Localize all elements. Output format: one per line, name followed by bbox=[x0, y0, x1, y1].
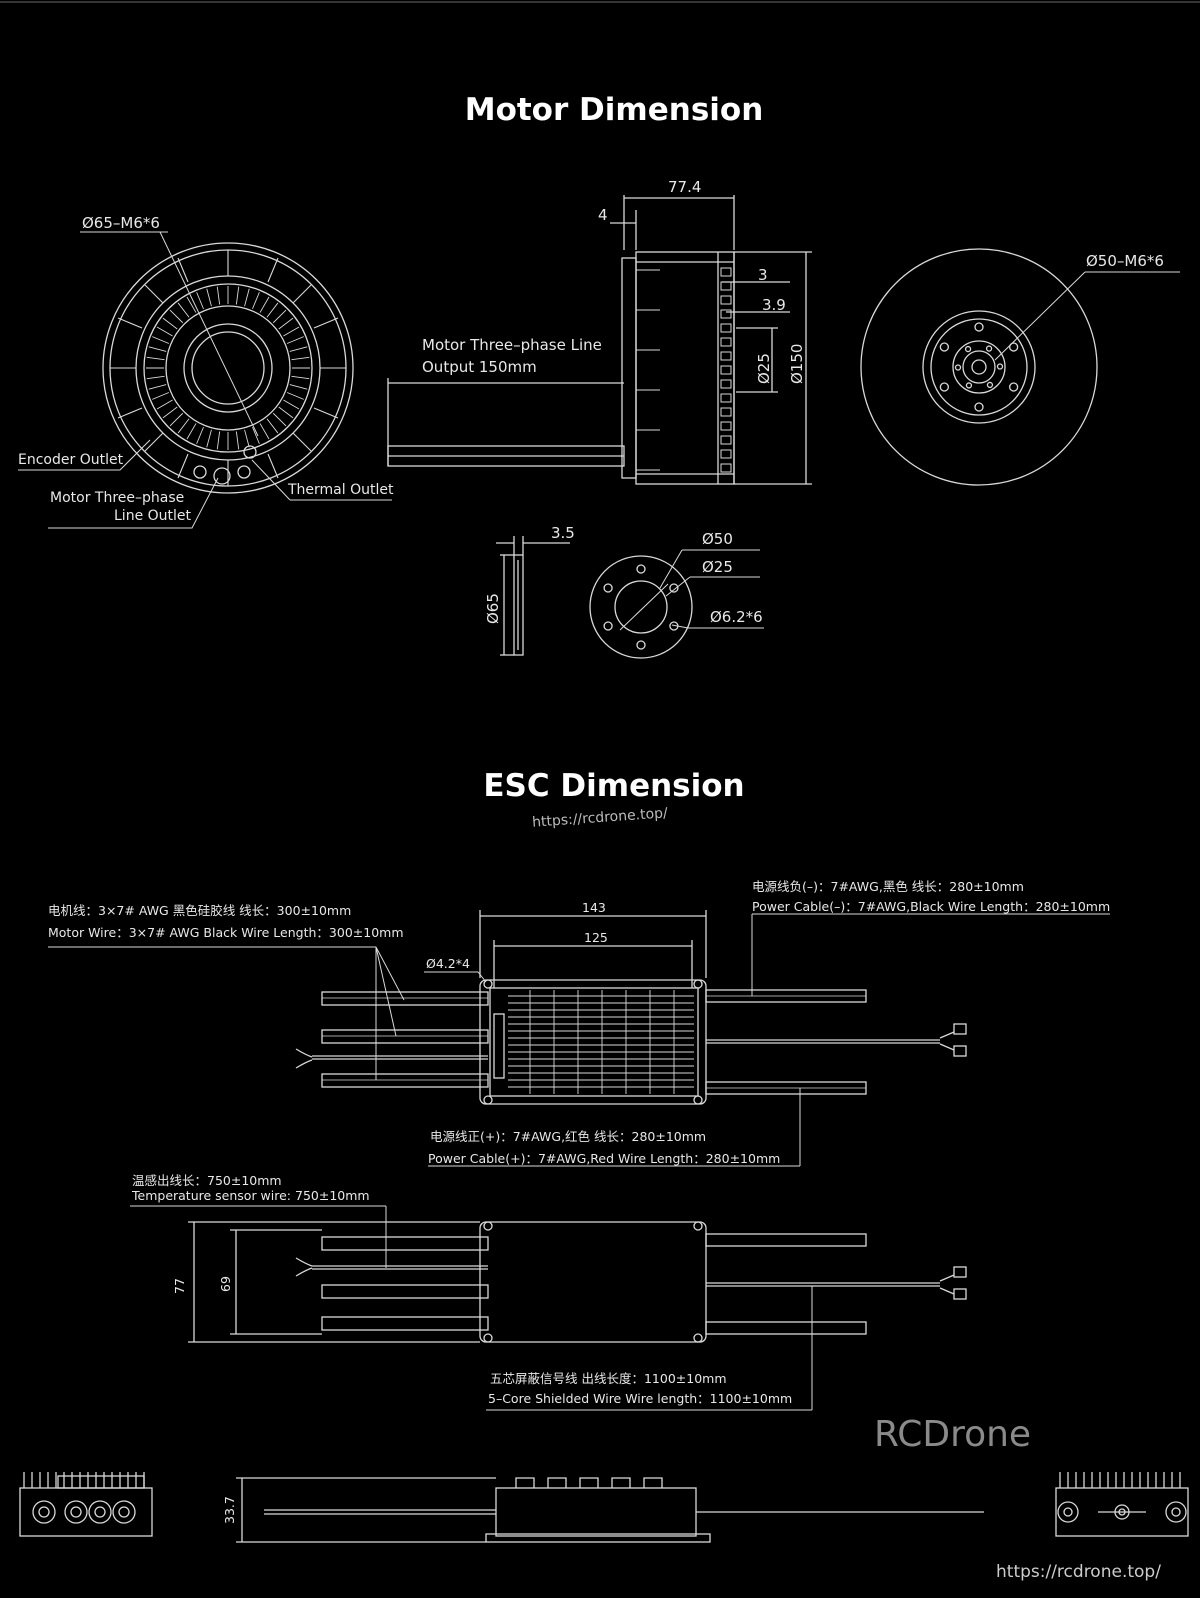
esc-width-total: 143 bbox=[582, 900, 606, 915]
dim-dia-25: Ø25 bbox=[755, 353, 773, 384]
three-phase-outlet-label-2: Line Outlet bbox=[114, 508, 191, 524]
esc-bottom-view bbox=[130, 1205, 967, 1411]
rear-bolt-label: Ø50–M6*6 bbox=[1086, 252, 1164, 270]
esc-left-end-view bbox=[19, 1472, 153, 1537]
signal-wire-cn: 五芯屏蔽信号线 出线长度：1100±10mm bbox=[490, 1371, 727, 1386]
three-phase-outlet-label-1: Motor Three–phase bbox=[50, 490, 185, 506]
dim-width-total: 77.4 bbox=[668, 178, 702, 196]
brand-watermark: RCDrone bbox=[874, 1414, 1032, 1455]
esc-top-view bbox=[48, 910, 1110, 1167]
temp-sensor-en: Temperature sensor wire: 750±10mm bbox=[132, 1188, 370, 1203]
esc-side-view bbox=[236, 1477, 984, 1543]
power-pos-cn: 电源线正(+)：7#AWG,红色 线长：280±10mm bbox=[430, 1129, 707, 1144]
power-neg-en: Power Cable(–)：7#AWG,Black Wire Length：2… bbox=[752, 899, 1111, 914]
esc-height-inner: 69 bbox=[218, 1276, 233, 1292]
line-output-label-1: Motor Three–phase Line bbox=[422, 336, 602, 354]
url-watermark-bottom: https://rcdrone.top/ bbox=[996, 1562, 1161, 1582]
esc-width-inner: 125 bbox=[584, 930, 608, 945]
motor-side-view bbox=[387, 195, 812, 485]
adapter-pcd-label: Ø50 bbox=[702, 530, 733, 548]
adapter-side-view bbox=[496, 536, 570, 656]
motor-wire-en: Motor Wire：3×7# AWG Black Wire Length：30… bbox=[48, 925, 404, 940]
esc-thickness: 33.7 bbox=[222, 1496, 237, 1524]
esc-height-total: 77 bbox=[172, 1278, 187, 1294]
encoder-outlet-label: Encoder Outlet bbox=[18, 452, 124, 468]
adapter-front-view bbox=[589, 549, 764, 659]
motor-wire-cn: 电机线：3×7# AWG 黑色硅胶线 线长：300±10mm bbox=[48, 903, 352, 918]
motor-section-title: Motor Dimension bbox=[464, 92, 764, 128]
esc-mount-holes: Ø4.2*4 bbox=[426, 956, 470, 971]
motor-front-view bbox=[18, 231, 392, 529]
esc-section-title: ESC Dimension bbox=[483, 768, 745, 804]
dim-flange: 4 bbox=[598, 206, 608, 224]
motor-rear-view bbox=[860, 248, 1180, 486]
dim-3-9: 3.9 bbox=[762, 296, 786, 314]
adapter-bore-label: Ø25 bbox=[702, 558, 733, 576]
adapter-dia-label: Ø65 bbox=[484, 593, 502, 624]
thermal-outlet-label: Thermal Outlet bbox=[288, 482, 394, 498]
dim-3: 3 bbox=[758, 266, 768, 284]
temp-sensor-cn: 温感出线长：750±10mm bbox=[132, 1173, 282, 1188]
signal-wire-en: 5–Core Shielded Wire Wire length：1100±10… bbox=[488, 1391, 793, 1406]
line-output-label-2: Output 150mm bbox=[422, 358, 537, 376]
esc-right-end-view bbox=[1055, 1472, 1189, 1537]
adapter-holes-label: Ø6.2*6 bbox=[710, 608, 763, 626]
front-bolt-label: Ø65–M6*6 bbox=[82, 214, 160, 232]
power-neg-cn: 电源线负(–)：7#AWG,黑色 线长：280±10mm bbox=[752, 879, 1024, 894]
adapter-thickness-label: 3.5 bbox=[551, 524, 575, 542]
dim-dia-150: Ø150 bbox=[788, 343, 806, 384]
power-pos-en: Power Cable(+)：7#AWG,Red Wire Length：280… bbox=[428, 1151, 781, 1166]
